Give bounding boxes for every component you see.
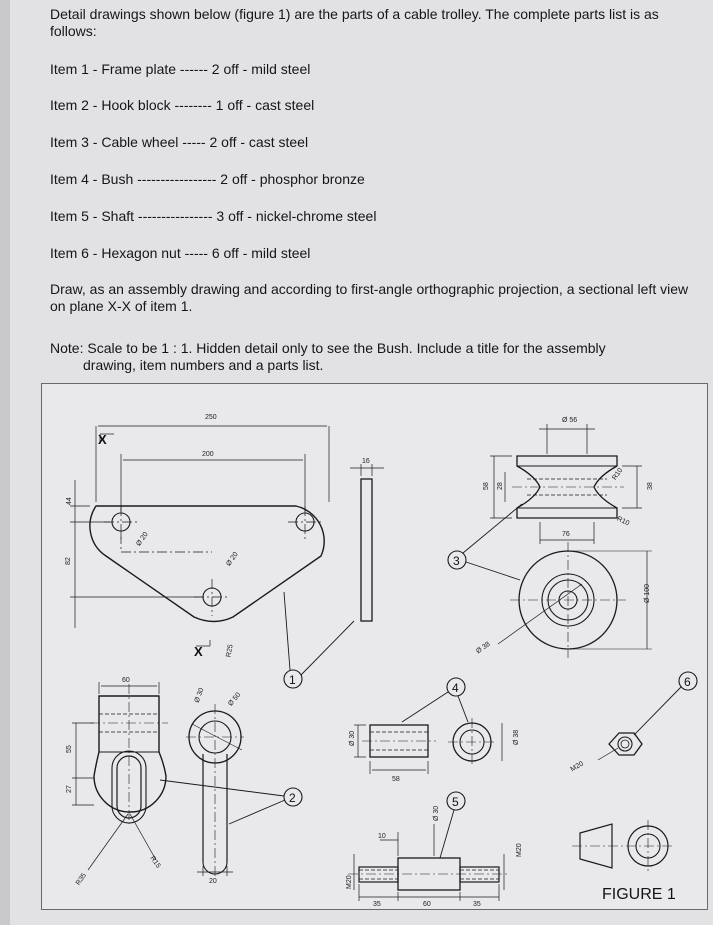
parts-list-item-6: Item 6 - Hexagon nut ----- 6 off - mild …	[50, 245, 311, 261]
figure-caption: FIGURE 1	[602, 886, 676, 903]
parts-list-item-4: Item 4 - Bush ----------------- 2 off - …	[50, 171, 365, 187]
balloon-5-label: 5	[452, 795, 459, 809]
dim-27: 27	[66, 785, 73, 793]
frame-plate-front-view: 250 200 44 82 Ø 20 Ø 20 R25 X X	[65, 414, 330, 659]
dim-r15: R15	[148, 855, 161, 870]
parts-list-item-3: Item 3 - Cable wheel ----- 2 off - cast …	[50, 134, 309, 150]
dim-r25: R25	[226, 644, 235, 658]
dim-82: 82	[65, 557, 72, 565]
technical-drawing: 250 200 44 82 Ø 20 Ø 20 R25 X X 16	[65, 414, 698, 908]
dim-38: 38	[647, 482, 654, 490]
item-balloon-2: 2	[159, 779, 303, 825]
intro-paragraph: Detail drawings shown below (figure 1) a…	[50, 6, 659, 39]
dim-dia100: Ø 100	[644, 584, 651, 603]
item-balloon-1: 1	[283, 591, 355, 689]
dim-m20-left: M20	[346, 875, 353, 889]
dim-35-right: 35	[473, 901, 481, 908]
note-line-2: drawing, item numbers and a parts list.	[83, 357, 324, 373]
dim-58-bush: 58	[392, 776, 400, 783]
item-balloon-5: 5	[439, 791, 466, 859]
page-edge	[0, 0, 10, 925]
dim-60: 60	[122, 677, 130, 684]
dim-dia30-shaft: Ø 30	[433, 806, 440, 821]
balloon-3-label: 3	[453, 554, 460, 568]
shaft-view: 10 Ø 30 M20 M20 35 60 35	[346, 806, 523, 908]
dim-20: 20	[209, 878, 217, 885]
figure-1-drawing: 250 200 44 82 Ø 20 Ø 20 R25 X X 16	[41, 383, 708, 910]
dim-28: 28	[497, 482, 504, 490]
dim-10: 10	[378, 833, 386, 840]
cable-wheel-end-view: Ø 38 Ø 100	[475, 542, 652, 658]
dim-dia30-hook: Ø 30	[194, 687, 206, 704]
section-mark-x-bottom: X	[194, 644, 203, 659]
dim-200: 200	[202, 451, 214, 458]
item-balloon-3: 3	[447, 503, 523, 581]
dim-44: 44	[66, 497, 73, 505]
hook-block-front-view: 60 55 27 R35 R15	[66, 677, 168, 887]
dim-35-left: 35	[373, 901, 381, 908]
dim-r35: R35	[75, 872, 88, 887]
balloon-6-label: 6	[684, 675, 691, 689]
item-balloon-6: 6	[633, 671, 698, 736]
dim-60-shaft: 60	[423, 901, 431, 908]
bush-side-view: Ø 30 58	[349, 724, 436, 783]
dim-dia38-bush: Ø 38	[513, 730, 520, 745]
balloon-4-label: 4	[452, 681, 459, 695]
dim-m20-right: M20	[516, 843, 523, 857]
bush-end-view: Ø 38	[448, 718, 520, 766]
dim-dia38-wheel: Ø 38	[475, 641, 492, 655]
item-balloon-4: 4	[401, 677, 469, 723]
note-paragraph: Note: Scale to be 1 : 1. Hidden detail o…	[50, 340, 690, 374]
dim-dia30-bush: Ø 30	[349, 731, 356, 746]
balloon-2-label: 2	[289, 791, 296, 805]
frame-plate-side-view: 16	[350, 458, 384, 622]
balloon-1-label: 1	[289, 673, 296, 687]
parts-list-item-5: Item 5 - Shaft ---------------- 3 off - …	[50, 208, 377, 224]
dim-dia20-bottom: Ø 20	[225, 551, 239, 568]
dim-r10-top: R10	[611, 467, 624, 482]
dim-16: 16	[362, 458, 370, 465]
section-mark-x-top: X	[98, 432, 107, 447]
dim-dia56: Ø 56	[562, 417, 577, 424]
dim-dia50: Ø 50	[227, 691, 242, 707]
parts-list-item-2: Item 2 - Hook block -------- 1 off - cas…	[50, 97, 315, 113]
dim-dia20-left: Ø 20	[135, 531, 149, 548]
task-paragraph: Draw, as an assembly drawing and accordi…	[50, 281, 689, 314]
dim-m20-nut: M20	[570, 760, 585, 773]
dim-76: 76	[562, 531, 570, 538]
hook-block-side-view: Ø 30 Ø 50 20	[186, 687, 244, 885]
hexagon-nut-view: M20	[570, 732, 643, 773]
cable-wheel-side-view: Ø 56 58 28 38 R10 R10 76	[483, 417, 654, 544]
dim-r10-bottom: R10	[616, 516, 631, 528]
note-line-1: Note: Scale to be 1 : 1. Hidden detail o…	[50, 340, 606, 356]
dim-250: 250	[205, 414, 217, 421]
dim-55: 55	[66, 745, 73, 753]
first-angle-projection-symbol	[572, 820, 674, 872]
parts-list-item-1: Item 1 - Frame plate ------ 2 off - mild…	[50, 61, 311, 77]
dim-58: 58	[483, 482, 490, 490]
